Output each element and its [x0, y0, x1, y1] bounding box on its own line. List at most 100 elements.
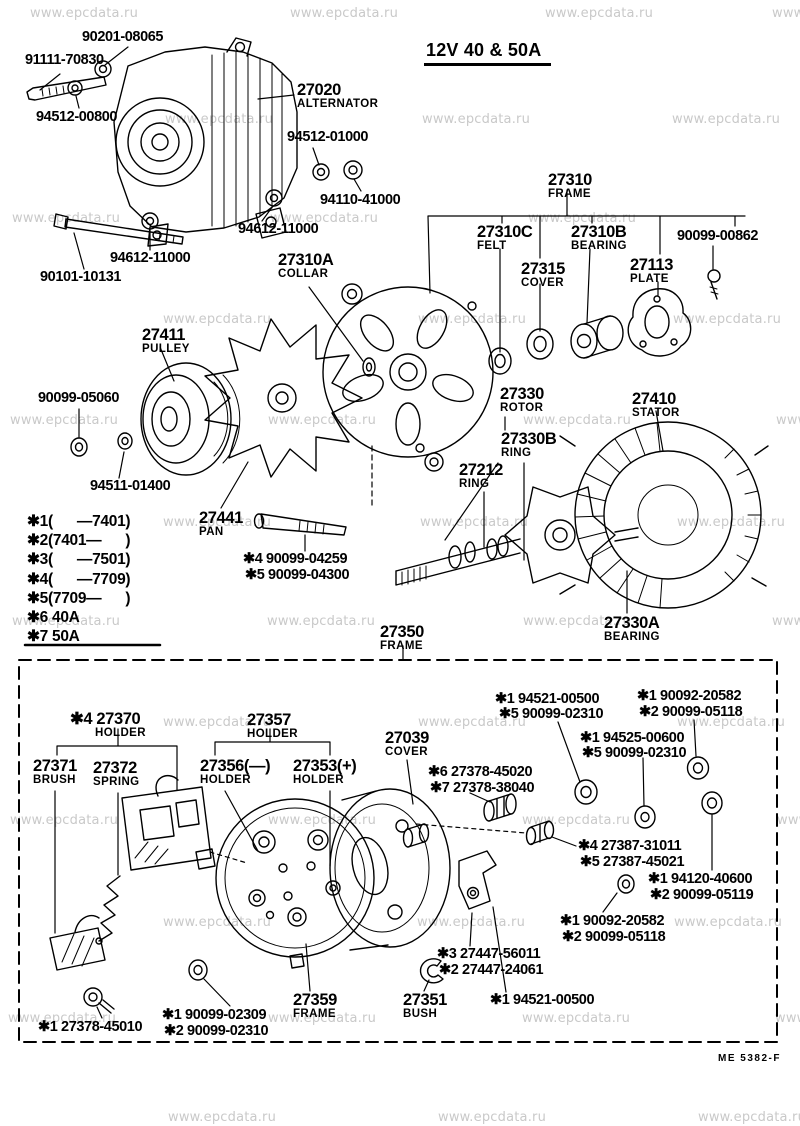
part-number: 27371 — [33, 757, 77, 775]
part-number: ✱2 27447-24061 — [439, 962, 544, 978]
watermark: www.epcdata.ru — [672, 112, 781, 127]
part-number: 27410 — [632, 390, 676, 408]
part-label-94512-01000: 94512-01000 — [287, 130, 368, 145]
watermark: www.epcdata.ru — [438, 1110, 547, 1125]
fan-drawing — [204, 318, 363, 478]
part-number: ✱1 94521-00500 — [495, 691, 600, 707]
watermark: www.epcdata.ru — [772, 6, 800, 21]
pulley-drawing — [70, 362, 241, 476]
part-number: 27212 — [459, 461, 503, 479]
watermark: www.epcdata.ru — [776, 413, 800, 428]
part-label-27387-45021: ✱5 27387-45021 — [580, 855, 685, 870]
note-item: ✱4( —7709) — [27, 570, 131, 588]
part-label-90201-08065: 90201-08065 — [82, 30, 163, 45]
part-label-27447-56011: ✱3 27447-56011 — [437, 947, 541, 962]
watermark: www.epcdata.ru — [522, 813, 631, 828]
part-number: 27411 — [142, 326, 185, 344]
part-number: 27330B — [501, 430, 557, 448]
part-name: RING — [459, 478, 490, 490]
watermark: www.epcdata.ru — [290, 6, 399, 21]
part-number: 27310A — [278, 251, 334, 269]
part-label-27378-38040: ✱7 27378-38040 — [430, 781, 535, 796]
part-label-90099-02310: ✱2 90099-02310 — [164, 1024, 269, 1039]
watermark: www.epcdata.ru — [772, 614, 800, 629]
watermark: www.epcdata.ru — [268, 813, 377, 828]
part-number: 27310B — [571, 223, 627, 241]
part-name: ALTERNATOR — [297, 98, 379, 110]
part-name: FRAME — [293, 1008, 336, 1020]
part-number: 27350 — [380, 623, 424, 641]
part-label-94521-00500: ✱1 94521-00500 — [495, 691, 600, 707]
part-number: 94612-11000 — [110, 250, 191, 266]
part-name: HOLDER — [95, 727, 146, 739]
part-label-27353: 27353(+)HOLDER — [293, 757, 357, 786]
part-label-94521-00500: ✱1 94521-00500 — [490, 993, 595, 1008]
part-label-94110-41000: 94110-41000 — [320, 192, 401, 208]
alternator-assembly-drawing — [113, 37, 298, 247]
lower-section-dashed-box — [18, 659, 778, 1043]
watermark: www.epcdata.ru — [677, 715, 786, 730]
watermark: www.epcdata.ru — [522, 1011, 631, 1026]
upper-leader-lines — [39, 46, 746, 661]
part-label-27356: 27356(—)HOLDER — [200, 758, 271, 786]
part-label-94511-01400: 94511-01400 — [90, 478, 171, 494]
watermark: www.epcdata.ru — [673, 312, 782, 327]
lower-leader-lines — [54, 719, 713, 1019]
watermark: www.epcdata.ru — [528, 211, 637, 226]
part-label-90092-20582: ✱1 90092-20582 — [637, 689, 742, 704]
part-number: 90099-05060 — [38, 390, 120, 406]
part-label-27447-24061: ✱2 27447-24061 — [439, 962, 544, 978]
watermark: www.epcdata.ru — [418, 312, 527, 327]
part-number: 27310 — [548, 171, 592, 189]
part-number: 94511-01400 — [90, 478, 171, 494]
part-number: 27353(+) — [293, 757, 357, 775]
watermark: www.epcdata.ru — [12, 614, 121, 629]
part-name: RING — [501, 447, 532, 459]
part-number: 27359 — [293, 991, 337, 1009]
part-label-94120-40600: ✱1 94120-40600 — [648, 871, 753, 887]
watermark: www.epcdata.ru — [674, 915, 783, 930]
part-number: ✱4 27370 — [70, 710, 141, 728]
applicability-notes: ✱1( —7401) ✱2(7401— ) ✱3( —7501) ✱4( —77… — [27, 512, 131, 646]
part-number: 27020 — [297, 81, 341, 99]
part-label-94525-00600: ✱1 94525-00600 — [580, 730, 685, 746]
part-number: 94110-41000 — [320, 192, 401, 208]
watermark: www.epcdata.ru — [163, 715, 272, 730]
watermark: www.epcdata.ru — [523, 614, 632, 629]
watermark: www.epcdata.ru — [270, 211, 379, 226]
rotor-drawing — [395, 486, 639, 586]
part-number: ✱4 27387-31011 — [578, 838, 682, 854]
part-name: PULLEY — [142, 343, 190, 355]
watermark: www.epcdata.ru — [420, 515, 529, 530]
diagram-title: 12V 40 & 50A — [424, 40, 552, 66]
part-name: COVER — [521, 277, 564, 289]
rear-frame-drawing — [215, 798, 375, 969]
part-number: ✱1 94120-40600 — [648, 871, 753, 887]
part-label-90101-10131: 90101-10131 — [40, 270, 121, 285]
part-label-90099-00862: 90099-00862 — [677, 229, 758, 244]
watermark: www.epcdata.ru — [418, 715, 527, 730]
part-name: PLATE — [630, 273, 669, 285]
stator-drawing — [559, 421, 769, 609]
part-number: ✱2 90099-05119 — [650, 887, 754, 903]
part-number: 27310C — [477, 223, 533, 241]
part-name: COLLAR — [278, 268, 329, 280]
part-number: ✱1 94525-00600 — [580, 730, 685, 746]
part-name: HOLDER — [247, 728, 298, 740]
part-label-94612-11000: 94612-11000 — [110, 250, 191, 266]
watermark: www.epcdata.ru — [30, 6, 139, 21]
